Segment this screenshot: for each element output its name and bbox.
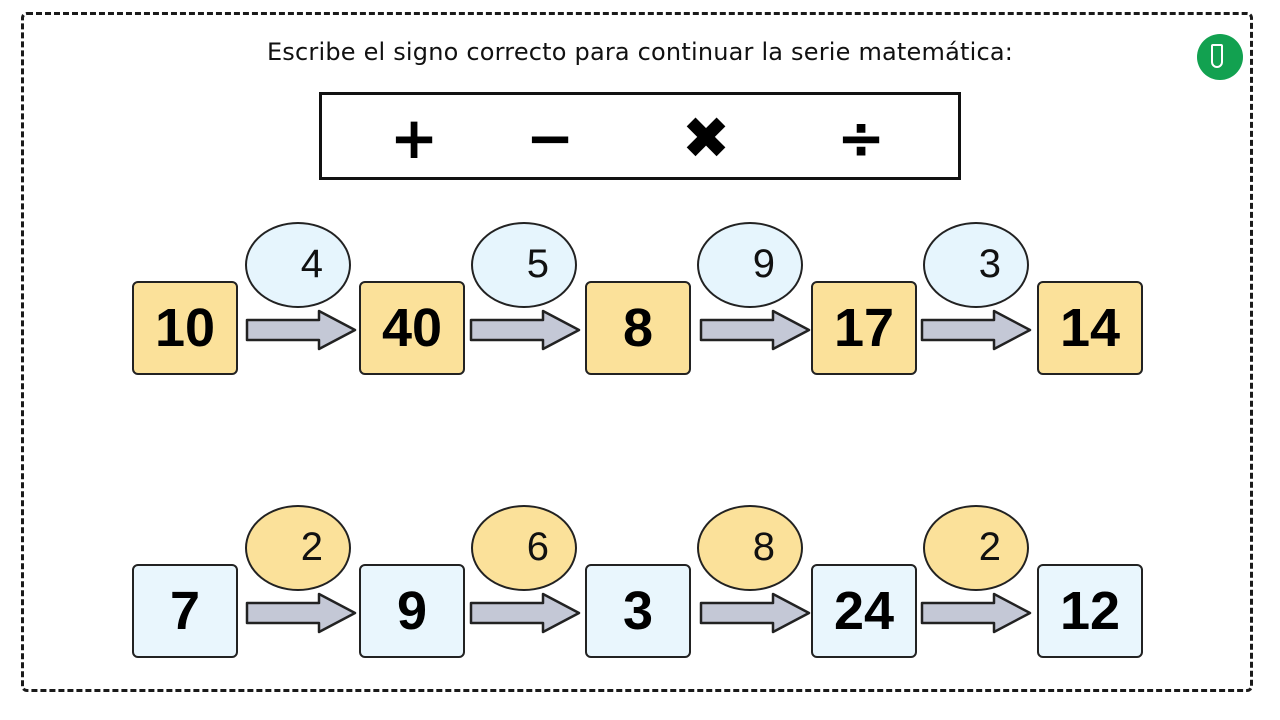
- operand-bubble: 2: [245, 505, 351, 591]
- right-arrow-icon: [469, 592, 581, 634]
- number-box: 8: [585, 281, 691, 375]
- operand-bubble: 4: [245, 222, 351, 308]
- number-box: 14: [1037, 281, 1143, 375]
- operand-bubble: 3: [923, 222, 1029, 308]
- operand-bubble: 6: [471, 505, 577, 591]
- operand-bubble: 8: [697, 505, 803, 591]
- right-arrow-icon: [245, 592, 357, 634]
- number-box: 17: [811, 281, 917, 375]
- number-box: 9: [359, 564, 465, 658]
- number-box: 40: [359, 281, 465, 375]
- number-box: 10: [132, 281, 238, 375]
- right-arrow-icon: [245, 309, 357, 351]
- pencil-shape: [1211, 44, 1223, 68]
- instruction-text: Escribe el signo correcto para continuar…: [266, 38, 1014, 66]
- number-box: 24: [811, 564, 917, 658]
- operand-bubble: 9: [697, 222, 803, 308]
- number-box: 7: [132, 564, 238, 658]
- number-box: 3: [585, 564, 691, 658]
- number-box: 12: [1037, 564, 1143, 658]
- right-arrow-icon: [699, 309, 811, 351]
- pencil-logo-icon: [1197, 34, 1243, 80]
- multiply-icon: ✖: [681, 104, 731, 172]
- operation-signs-box: + − ✖ ÷: [319, 92, 961, 180]
- right-arrow-icon: [920, 592, 1032, 634]
- minus-icon: −: [525, 104, 575, 172]
- plus-icon: +: [389, 104, 439, 172]
- dashed-frame: [21, 12, 1253, 692]
- right-arrow-icon: [920, 309, 1032, 351]
- right-arrow-icon: [469, 309, 581, 351]
- operand-bubble: 2: [923, 505, 1029, 591]
- operand-bubble: 5: [471, 222, 577, 308]
- divide-icon: ÷: [836, 104, 886, 172]
- right-arrow-icon: [699, 592, 811, 634]
